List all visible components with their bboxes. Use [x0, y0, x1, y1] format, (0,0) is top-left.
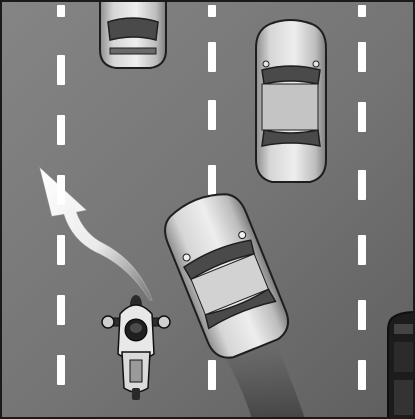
truck-right-edge: [388, 312, 415, 419]
car-top-left: [100, 0, 166, 68]
car-top-right: [256, 20, 326, 182]
